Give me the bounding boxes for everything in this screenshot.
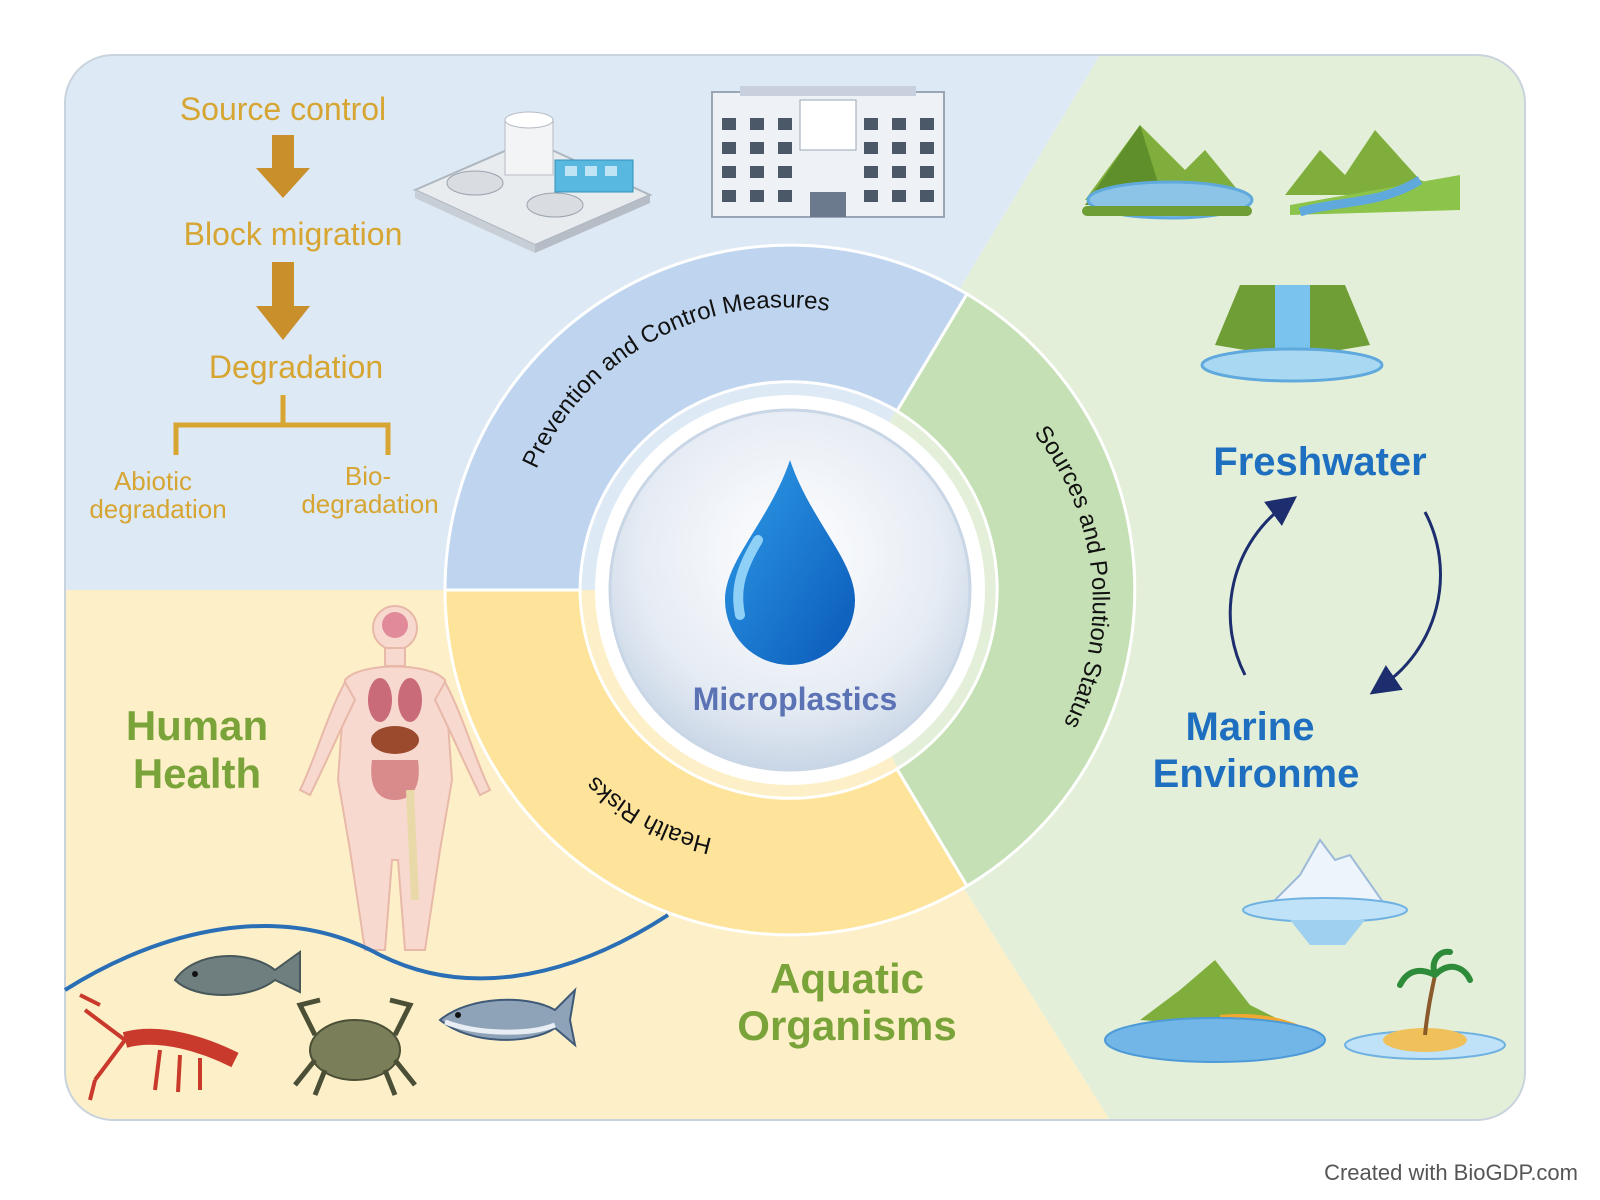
aquatic-organisms-label-line1: Aquatic	[770, 955, 924, 1002]
cycle-arrow-down	[1369, 511, 1442, 695]
laboratory-building-icon	[711, 86, 945, 218]
human-body-icon	[298, 605, 492, 951]
tuna-icon	[438, 987, 577, 1048]
water-drop-icon	[725, 460, 855, 665]
prevention-flow: Source control Block migration Degradati…	[89, 91, 438, 524]
internal-organs-icon	[368, 612, 422, 901]
flow-bracket	[173, 395, 391, 455]
treatment-plant-icon	[412, 111, 653, 253]
flow-step-degradation: Degradation	[209, 349, 383, 385]
credit-footer: Created with BioGDP.com	[1324, 1160, 1578, 1185]
mountain-lake-icon	[1082, 125, 1254, 220]
cycle-arrow-up	[1228, 496, 1298, 676]
aquatic-organisms-label-line2: Organisms	[737, 1002, 956, 1049]
center-ring: Microplastics Prevention and Control Mea…	[443, 243, 1137, 937]
human-health-label-line1: Human	[126, 702, 268, 749]
flow-step-source-control: Source control	[180, 91, 386, 127]
flow-arrow-2	[256, 262, 310, 340]
crayfish-icon	[79, 993, 239, 1101]
branch-abiotic-line2: degradation	[89, 494, 226, 524]
branch-abiotic-line1: Abiotic	[114, 466, 192, 496]
crab-icon	[293, 997, 417, 1096]
ring-health	[443, 588, 970, 937]
ring-sources	[894, 291, 1137, 889]
fish-tilapia-icon	[173, 950, 301, 996]
tropical-island-icon	[1344, 948, 1506, 1060]
freshwater-label: Freshwater	[1213, 440, 1426, 484]
panel-border	[64, 54, 1526, 1121]
branch-bio-line2: degradation	[301, 489, 438, 519]
coastal-bay-icon	[1104, 960, 1326, 1063]
marine-label-line2: Environme	[1153, 752, 1360, 796]
iceberg-icon	[1242, 838, 1408, 945]
flow-arrow-1	[256, 135, 310, 198]
health-section: Human Health	[63, 605, 957, 1101]
branch-bio-line1: Bio-	[345, 461, 391, 491]
marine-label-line1: Marine	[1186, 705, 1315, 749]
center-label: Microplastics	[693, 681, 898, 717]
ring-prevention	[443, 243, 970, 592]
waterfall-icon	[1200, 285, 1384, 383]
mountain-river-icon	[1285, 130, 1460, 217]
flow-step-block-migration: Block migration	[184, 216, 403, 252]
water-surface-line	[63, 913, 670, 992]
human-health-label-line2: Health	[133, 750, 261, 797]
environment-section: Freshwater Marine Environme	[1082, 125, 1506, 1063]
